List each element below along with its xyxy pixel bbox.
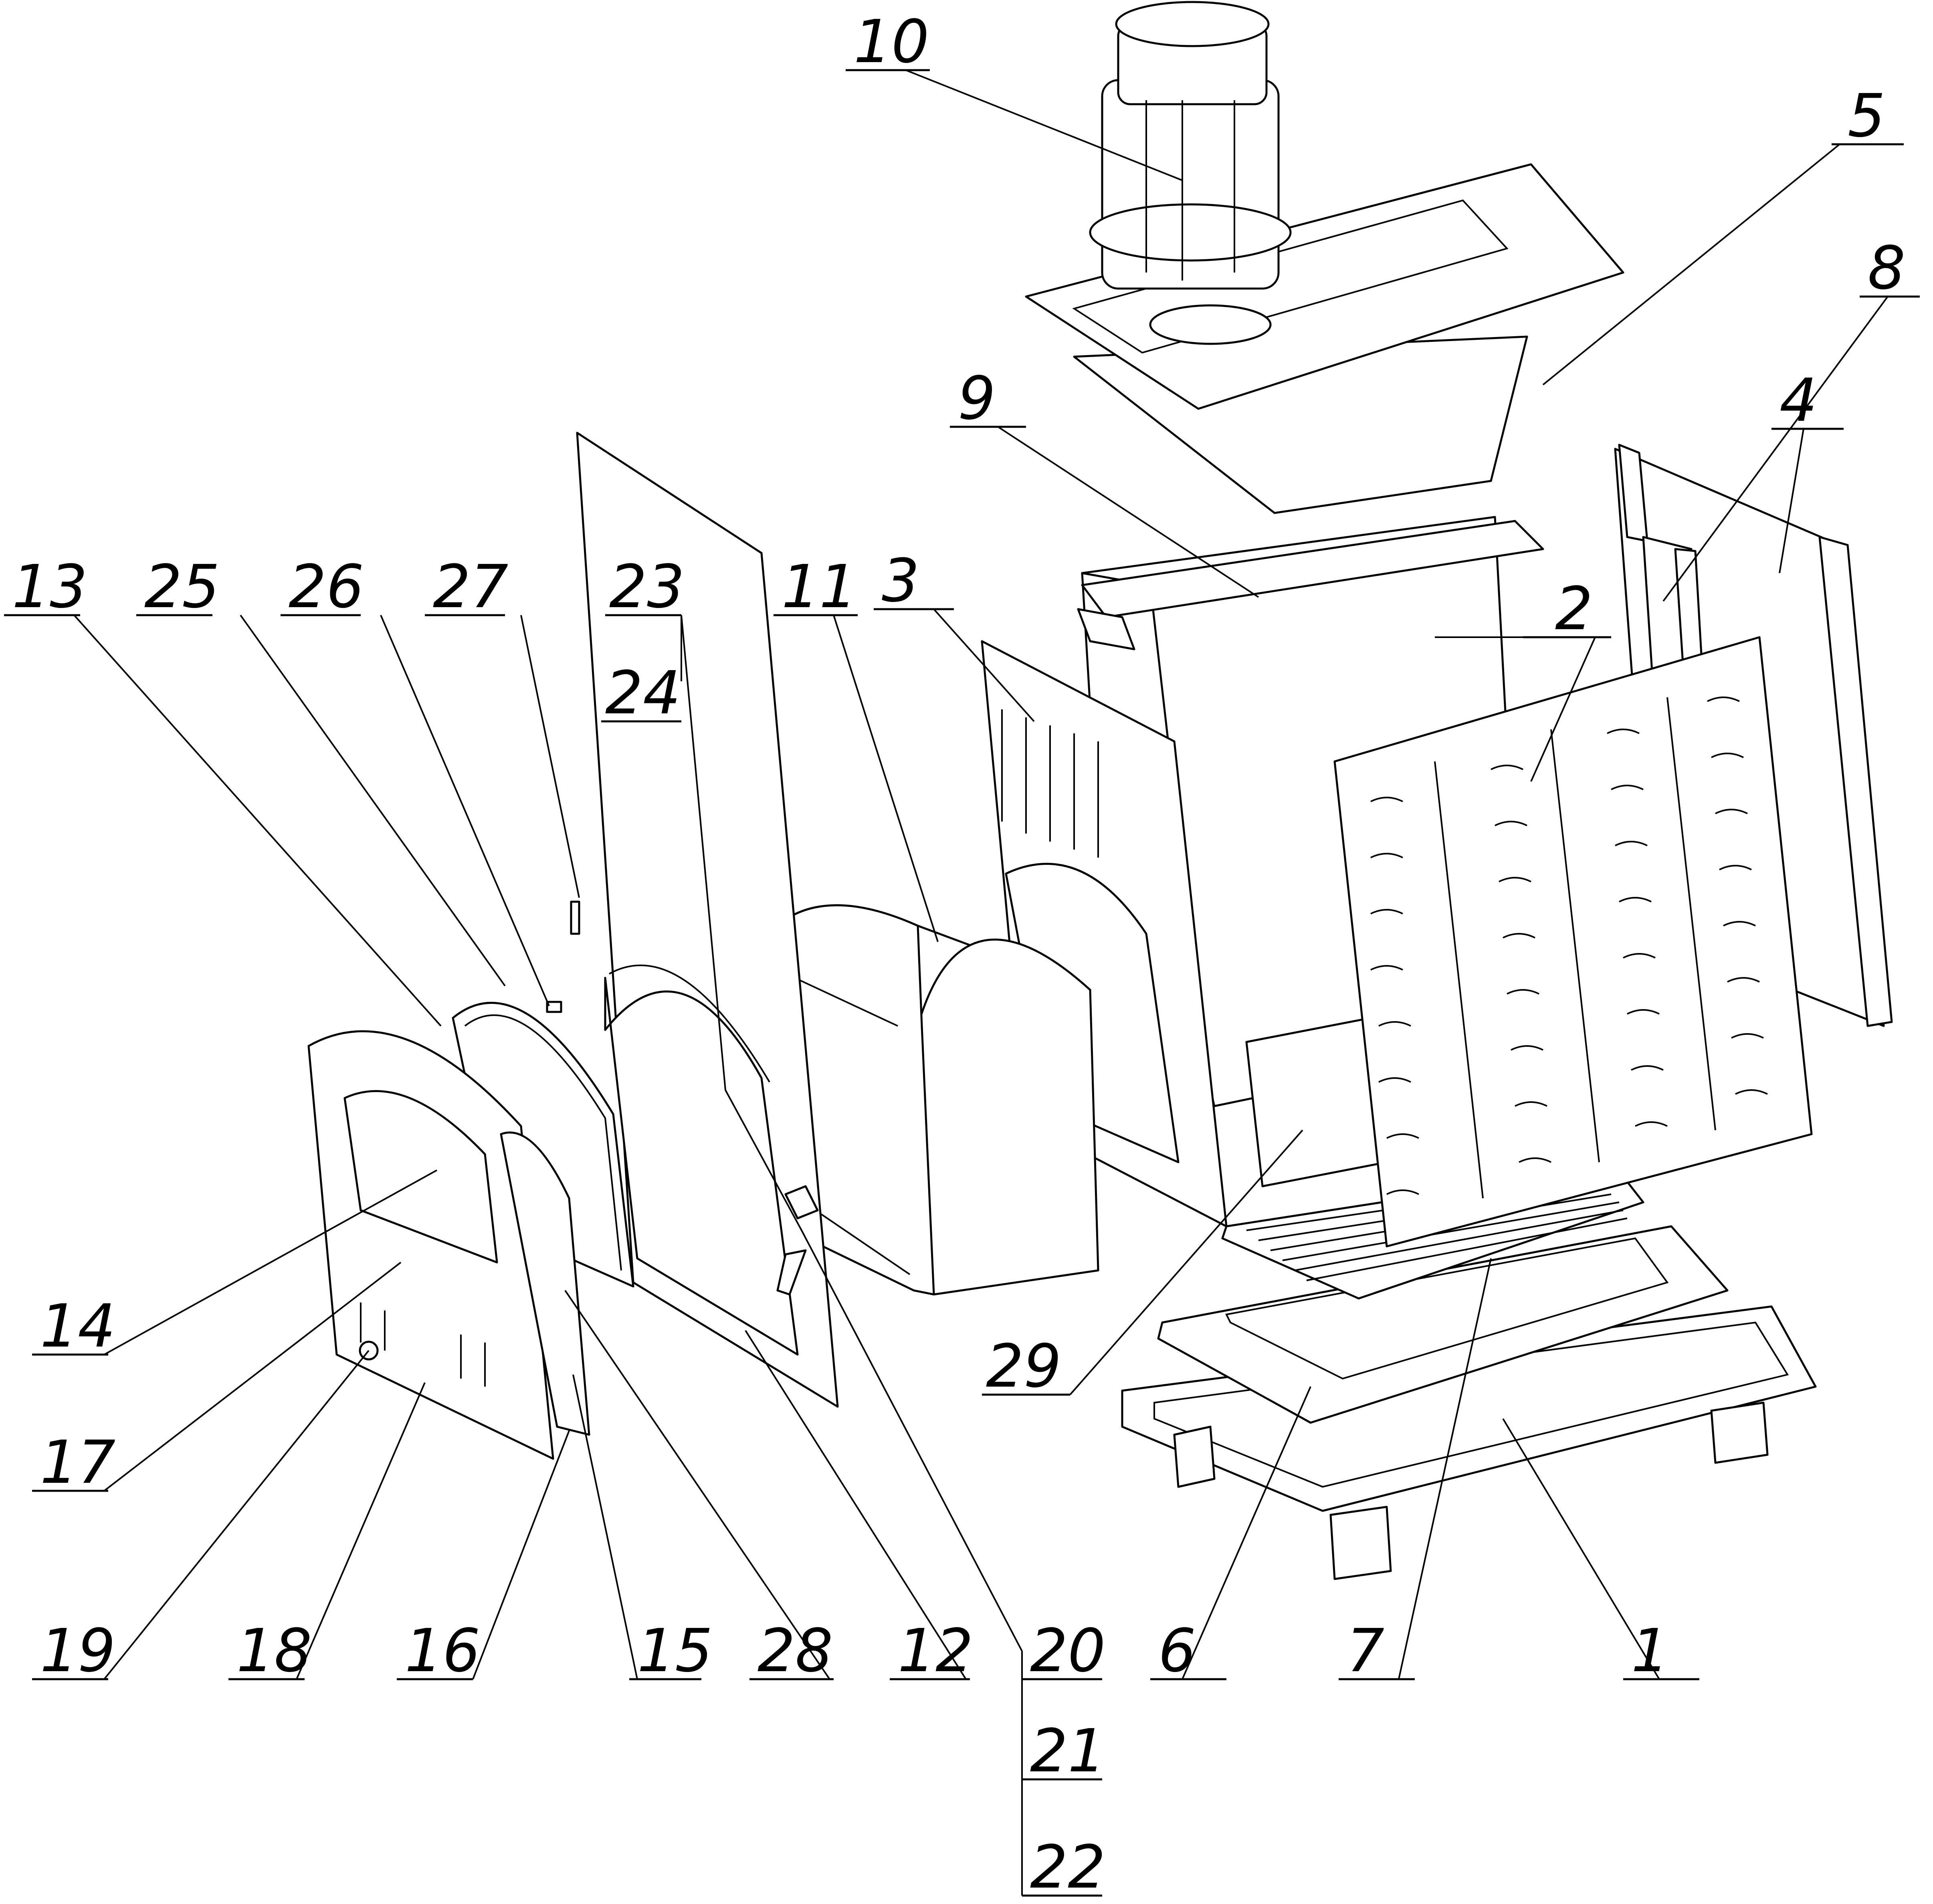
callout-4-label: 4 — [1779, 366, 1817, 435]
callout-17-label: 17 — [40, 1428, 115, 1497]
callout-21: 21 — [1022, 1716, 1105, 1785]
part-exchanger-panel — [1333, 636, 1813, 1248]
callout-1-label: 1 — [1631, 1616, 1669, 1685]
callout-3-label: 3 — [882, 546, 919, 615]
callout-13-label: 13 — [12, 552, 87, 621]
callout-8-label: 8 — [1868, 234, 1905, 303]
part-small-fasteners — [546, 901, 580, 1013]
callout-2-label: 2 — [1555, 574, 1593, 643]
callout-9: 9 — [950, 364, 1026, 433]
callout-12: 12 — [890, 1616, 973, 1685]
callout-15-label: 15 — [637, 1616, 713, 1685]
callout-17: 17 — [32, 1428, 115, 1497]
callout-7: 7 — [1339, 1616, 1415, 1685]
part-base-frame — [1121, 1305, 1817, 1580]
callout-19-label: 19 — [40, 1616, 115, 1685]
callout-23-label: 23 — [609, 552, 685, 621]
callout-26-label: 26 — [289, 552, 364, 621]
callout-6: 6 — [1150, 1616, 1226, 1685]
callout-19: 19 — [32, 1616, 115, 1685]
callout-16-label: 16 — [405, 1616, 480, 1685]
callout-18: 18 — [228, 1616, 312, 1685]
callout-5-label: 5 — [1848, 81, 1885, 150]
callout-11-label: 11 — [782, 552, 857, 621]
callout-13: 13 — [4, 552, 87, 621]
callout-26: 26 — [281, 552, 364, 621]
part-flue-pipe — [1089, 1, 1292, 290]
callout-12-label: 12 — [898, 1616, 973, 1685]
callout-10-label: 10 — [854, 7, 929, 76]
callout-11: 11 — [774, 552, 858, 621]
callout-25-label: 25 — [144, 552, 220, 621]
callout-21-label: 21 — [1030, 1716, 1105, 1785]
callout-16: 16 — [397, 1616, 480, 1685]
callout-25: 25 — [136, 552, 220, 621]
part-door-frame — [576, 432, 839, 1408]
callout-27: 27 — [425, 552, 508, 621]
callout-9-label: 9 — [958, 364, 996, 433]
callout-10: 10 — [846, 7, 930, 76]
callout-4: 4 — [1771, 366, 1844, 435]
callout-27-label: 27 — [433, 552, 508, 621]
part-top-hood — [1025, 163, 1624, 514]
callout-20: 20 — [1022, 1616, 1105, 1685]
callout-23: 23 — [605, 552, 685, 621]
callout-6-label: 6 — [1158, 1616, 1196, 1685]
part-door-handle — [776, 1185, 819, 1296]
part-front-door — [307, 1030, 590, 1460]
callout-22: 22 — [1022, 1833, 1105, 1902]
callout-29-label: 29 — [986, 1332, 1061, 1401]
callout-14: 14 — [32, 1292, 115, 1361]
callout-22-label: 22 — [1030, 1833, 1105, 1902]
callout-5: 5 — [1832, 81, 1904, 150]
callout-1: 1 — [1623, 1616, 1699, 1685]
callout-29: 29 — [982, 1332, 1070, 1401]
callout-18-label: 18 — [236, 1616, 312, 1685]
callout-24: 24 — [601, 658, 681, 727]
part-deflector-plate — [1077, 520, 1544, 650]
callout-28: 28 — [749, 1616, 834, 1685]
part-ash-frame — [1157, 1225, 1729, 1424]
callout-28-label: 28 — [757, 1616, 833, 1685]
callout-20-label: 20 — [1030, 1616, 1105, 1685]
callout-14-label: 14 — [40, 1292, 115, 1361]
callout-8: 8 — [1860, 234, 1920, 303]
callout-2: 2 — [1523, 574, 1611, 643]
callout-15: 15 — [629, 1616, 713, 1685]
callout-24-label: 24 — [605, 658, 681, 727]
leader-lines — [73, 69, 1889, 1896]
callout-7-label: 7 — [1347, 1616, 1384, 1685]
callout-3: 3 — [874, 546, 954, 615]
